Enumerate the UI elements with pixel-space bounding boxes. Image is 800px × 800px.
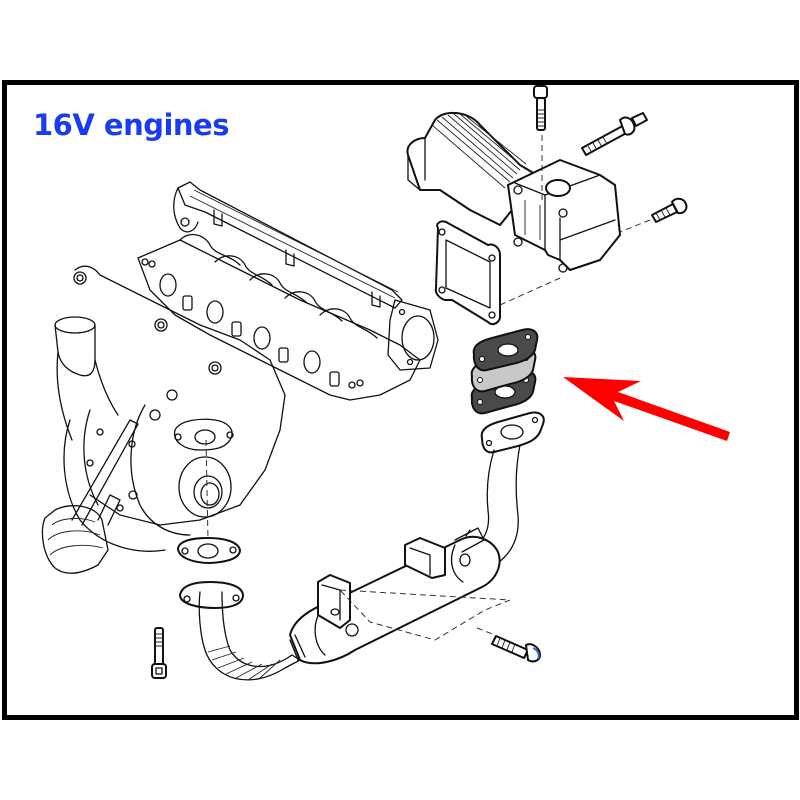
cooler-bolt-alignment bbox=[476, 627, 496, 636]
egr-valve-icon bbox=[406, 111, 621, 273]
egr-cooler-icon bbox=[289, 527, 501, 665]
gasket-alignment-line bbox=[499, 277, 561, 306]
egr-top-bolt-icon bbox=[533, 85, 548, 131]
lower-bolt-icon bbox=[151, 627, 167, 679]
turbo-gasket-icon bbox=[177, 537, 241, 564]
cooler-alignment-lines bbox=[338, 589, 511, 641]
blanking-plate-stack-icon bbox=[470, 328, 539, 415]
egr-pipe-icon bbox=[477, 411, 545, 566]
egr-valve-gasket-icon bbox=[434, 220, 501, 326]
intake-manifold-icon bbox=[137, 181, 439, 401]
diagram-title: 16V engines bbox=[33, 108, 230, 142]
egr-stud-icon bbox=[581, 112, 648, 156]
egr-side-bolt-icon bbox=[651, 197, 688, 223]
flex-pipe-icon bbox=[179, 581, 301, 681]
turbocharger-icon bbox=[41, 265, 286, 574]
cooler-bolt-icon bbox=[491, 635, 541, 663]
turbo-alignment-line bbox=[205, 439, 209, 541]
side-bolt-alignment-line bbox=[619, 219, 651, 233]
highlight-arrow-icon bbox=[563, 377, 730, 441]
